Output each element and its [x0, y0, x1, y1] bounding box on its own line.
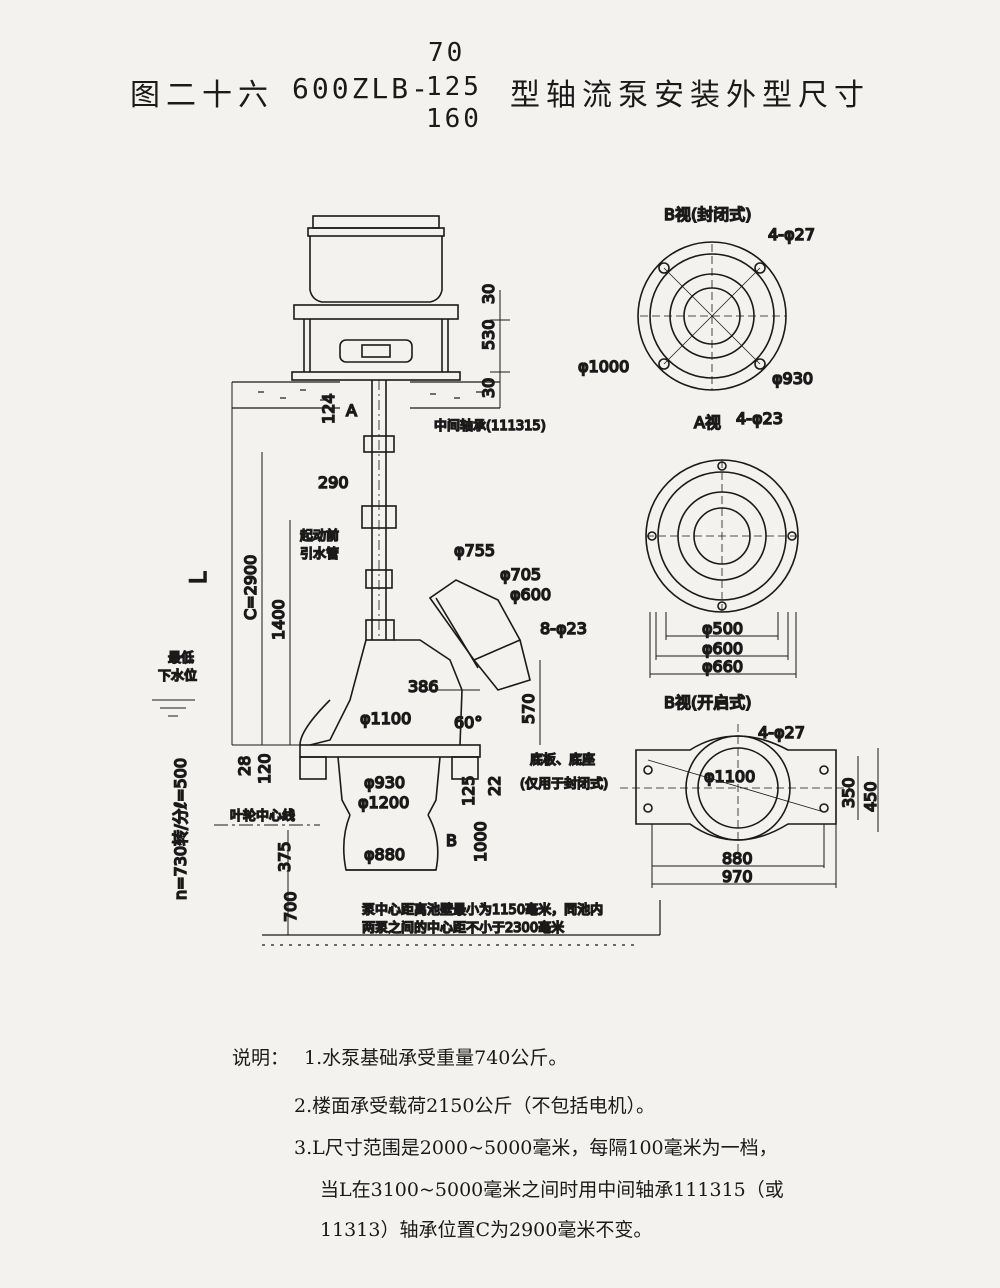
dim-phi1100: φ1100 — [360, 709, 411, 728]
priming-label-1: 起动前 — [300, 528, 339, 544]
pump-shaft — [361, 380, 397, 640]
pit-floor — [262, 900, 661, 946]
dim-8-holes: 8-φ23 — [540, 619, 587, 638]
dim-375: 375 — [275, 841, 294, 872]
dim-30-top: 30 — [479, 284, 498, 304]
motor-icon — [291, 215, 461, 381]
wall-note-1: 泵中心距离池壁最小为1150毫米，同池内 — [362, 902, 603, 918]
floor-slab — [232, 381, 500, 409]
pump-body-icon — [299, 579, 531, 871]
note-1: 1.水泵基础承受重量740公斤。 — [304, 1047, 568, 1069]
title-variant-160: 160 — [426, 104, 482, 134]
label-b: B — [446, 831, 457, 850]
a-view-phi600: φ600 — [702, 639, 743, 658]
priming-label-2: 引水管 — [300, 547, 339, 562]
notes-heading: 说明： — [232, 1047, 290, 1069]
dim-124: 124 — [319, 393, 338, 424]
a-view-title: A视 — [694, 413, 721, 432]
dim-1000: 1000 — [471, 821, 490, 862]
wall-note-2: 两泵之间的中心距不小于2300毫米 — [362, 920, 564, 936]
dim-30-bottom: 30 — [479, 378, 498, 398]
b-view-open-phi1100: φ1100 — [704, 767, 755, 786]
b-view-closed — [637, 241, 787, 391]
dim-125: 125 — [459, 775, 478, 806]
b-view-closed-phi1000: φ1000 — [578, 357, 629, 376]
a-view-phi660: φ660 — [702, 657, 743, 676]
dim-570: 570 — [519, 693, 538, 724]
angle-60: 60° — [454, 713, 482, 732]
b-view-open-880: 880 — [722, 849, 753, 868]
dim-L: L — [187, 571, 212, 584]
note-3: 3.L尺寸范围是2000~5000毫米，每隔100毫米为一档， — [294, 1137, 778, 1159]
label-a: A — [346, 401, 357, 420]
title-prefix: 图二十六 — [130, 78, 274, 113]
low-level-label-2: 下水位 — [158, 669, 197, 684]
title-suffix: 型轴流泵安装外型尺寸 — [510, 78, 870, 113]
b-view-open — [620, 724, 879, 888]
b-view-open-title: B视(开启式) — [664, 693, 751, 712]
dim-120: 120 — [255, 753, 274, 784]
note-3-line-3: 11313）轴承位置C为2900毫米不变。 — [320, 1219, 653, 1241]
a-view-holes: 4-φ23 — [736, 409, 783, 428]
title-block: 图二十六 600ZLB- 型轴流泵安装外型尺寸 — [0, 70, 1000, 113]
note-2: 2.楼面承受载荷2150公斤（不包括电机）。 — [294, 1095, 655, 1117]
b-view-closed-holes: 4-φ27 — [768, 225, 815, 244]
dim-phi755: φ755 — [454, 541, 495, 560]
b-view-open-970: 970 — [722, 867, 753, 886]
mid-bearing-label: 中间轴承(111315) — [434, 419, 546, 434]
dim-700: 700 — [281, 891, 300, 922]
dim-phi930: φ930 — [364, 773, 405, 792]
b-view-open-holes: 4-φ27 — [758, 723, 805, 742]
dim-c-2900: C=2900 — [241, 555, 260, 620]
pump-installation-drawing: 30 530 30 A 124 290 中间轴承(111315) L C=290… — [152, 204, 881, 946]
b-view-open-450: 450 — [861, 781, 880, 812]
dim-290: 290 — [318, 473, 349, 492]
title-variant-125: 125 — [426, 72, 482, 102]
b-view-closed-title: B视(封闭式) — [664, 205, 751, 224]
dim-phi880: φ880 — [364, 845, 405, 864]
base-note-2: (仅用于封闭式) — [520, 777, 608, 792]
dim-386: 386 — [408, 677, 439, 696]
dim-28: 28 — [235, 756, 254, 776]
b-view-closed-phi930: φ930 — [772, 369, 813, 388]
note-3-line-2: 当L在3100~5000毫米之间时用中间轴承111315（或 — [320, 1179, 784, 1201]
dim-1400: 1400 — [269, 599, 288, 640]
a-view-phi500: φ500 — [702, 619, 743, 638]
low-level-label-1: 最低 — [168, 651, 194, 666]
impeller-centerline-label: 叶轮中心线 — [230, 809, 295, 824]
b-view-open-350: 350 — [839, 777, 858, 808]
speed-label: n=730转/分ℓ=500 — [171, 758, 190, 900]
title-variant-70: 70 — [428, 38, 466, 68]
base-note: 底板、底座 — [530, 752, 595, 768]
a-view — [645, 459, 799, 678]
dim-530: 530 — [479, 319, 498, 350]
dim-22: 22 — [485, 776, 504, 796]
dim-phi600: φ600 — [510, 585, 551, 604]
title-model: 600ZLB- — [292, 72, 432, 105]
dim-phi1200: φ1200 — [358, 793, 409, 812]
dimension-lines — [152, 290, 541, 935]
dim-phi705: φ705 — [500, 565, 541, 584]
